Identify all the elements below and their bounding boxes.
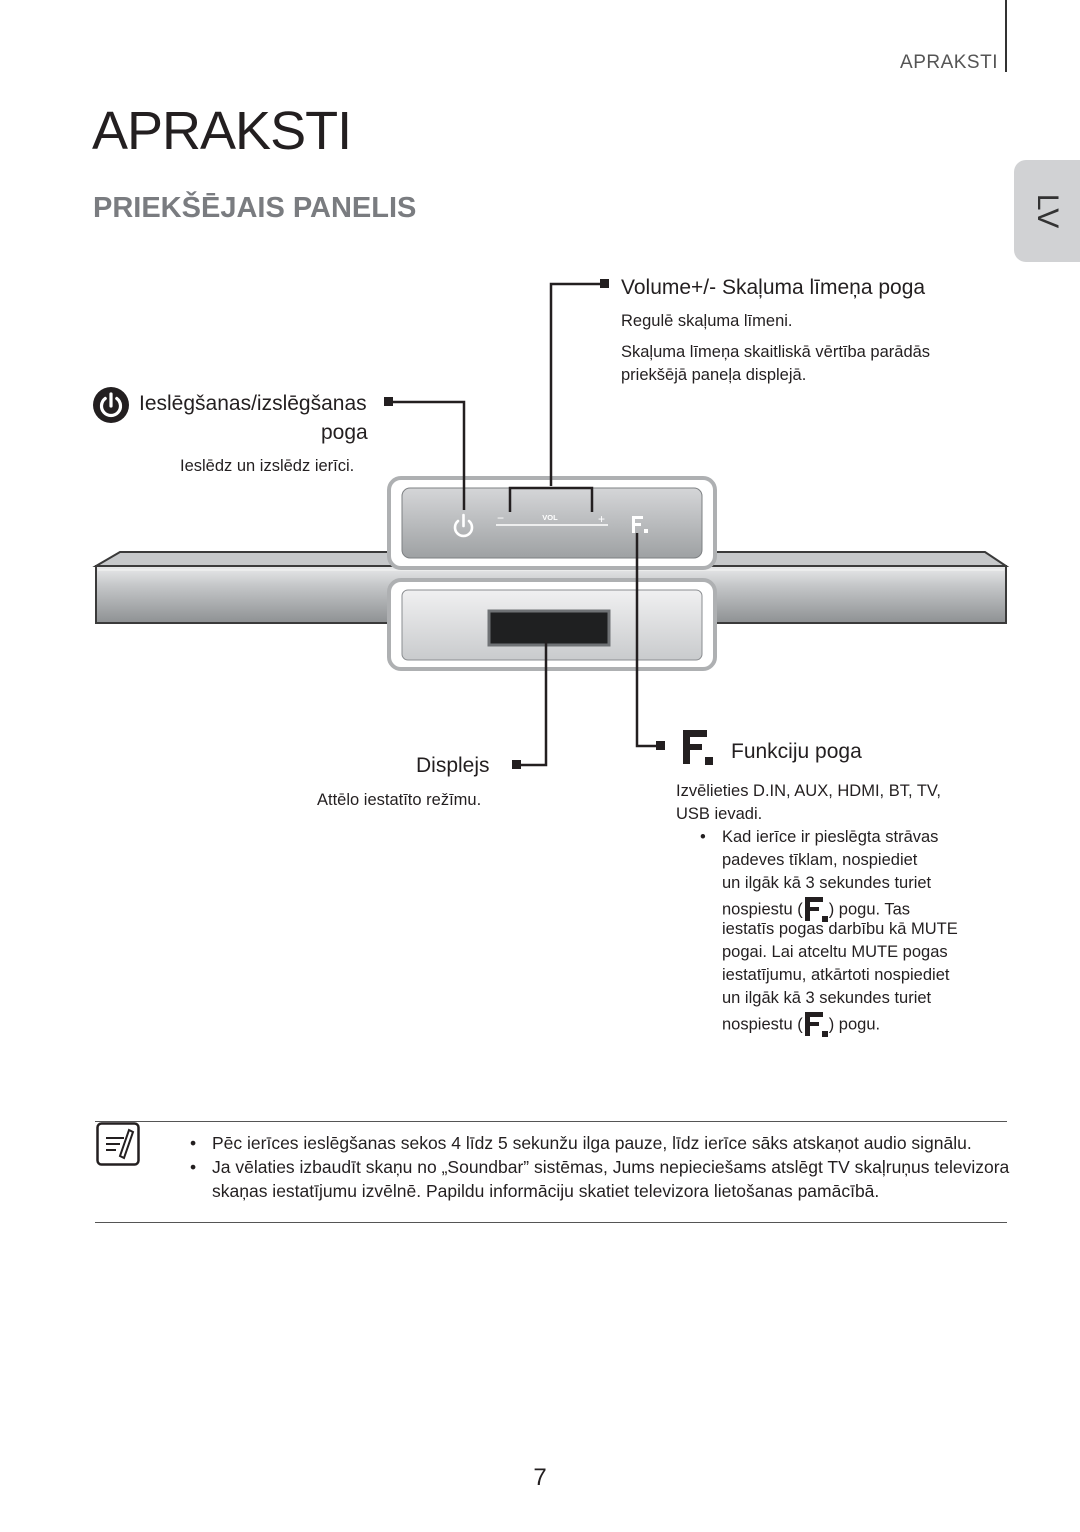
panel-power-icon bbox=[453, 513, 474, 538]
function-callout-heading: Funkciju poga bbox=[731, 740, 862, 763]
function-bullet-line-2: padeves tīklam, nospiediet bbox=[722, 851, 918, 869]
function-bullet-line-5: iestatīs pogas darbību kā MUTE bbox=[722, 920, 958, 938]
page-number: 7 bbox=[533, 1464, 547, 1491]
header-rule bbox=[1005, 0, 1007, 72]
leader-lines bbox=[389, 282, 660, 767]
panel-function-icon bbox=[632, 516, 648, 533]
function-callout-text-1: Izvēlieties D.IN, AUX, HDMI, BT, TV, bbox=[676, 782, 941, 800]
function-inline-icon bbox=[804, 1012, 828, 1037]
running-header: APRAKSTI bbox=[900, 52, 998, 73]
section-title: PRIEKŠĒJAIS PANELIS bbox=[93, 192, 417, 224]
function-bullet-line-4b: ) pogu. Tas bbox=[828, 900, 911, 919]
function-bullet-line-8: un ilgāk kā 3 sekundes turiet bbox=[722, 989, 932, 1007]
function-bullet-line-1: Kad ierīce ir pieslēgta strāvas bbox=[722, 828, 939, 846]
function-bullet-line-9a: nospiestu ( bbox=[722, 1015, 803, 1034]
function-bullet-line-7: iestatījumu, atkārtoti nospiediet bbox=[722, 966, 950, 984]
control-panel-zoom: − VOL + bbox=[387, 476, 717, 570]
function-bullet-line-6: pogai. Lai atceltu MUTE pogas bbox=[722, 943, 948, 961]
volume-callout-text-2a: Skaļuma līmeņa skaitliskā vērtība parādā… bbox=[621, 343, 931, 361]
power-icon bbox=[93, 387, 129, 423]
function-bullet-marker: • bbox=[700, 828, 706, 846]
volume-callout-heading: Volume+/- Skaļuma līmeņa poga bbox=[621, 276, 926, 299]
display-callout-heading: Displejs bbox=[416, 754, 490, 777]
function-callout-text-2: USB ievadi. bbox=[676, 805, 763, 823]
language-tab: LV bbox=[1014, 160, 1080, 262]
note-list: Pēc ierīces ieslēgšanas sekos 4 līdz 5 s… bbox=[190, 1131, 1015, 1203]
note-item: Pēc ierīces ieslēgšanas sekos 4 līdz 5 s… bbox=[190, 1131, 1015, 1155]
power-callout-heading-1: Ieslēgšanas/izslēgšanas bbox=[139, 392, 367, 415]
volume-callout-text-2b: priekšējā paneļa displejā. bbox=[621, 366, 807, 384]
power-callout-heading-2: poga bbox=[321, 421, 368, 444]
note-icon bbox=[96, 1122, 140, 1166]
panel-vol-plus: + bbox=[598, 512, 605, 526]
panel-vol-minus: − bbox=[497, 511, 504, 525]
function-inline-icon bbox=[804, 897, 828, 922]
function-bullet-line-4a: nospiestu ( bbox=[722, 900, 803, 919]
display-zoom bbox=[387, 578, 717, 671]
page-title: APRAKSTI bbox=[92, 101, 352, 161]
function-icon bbox=[683, 730, 713, 765]
leader-markers bbox=[384, 279, 665, 769]
function-bullet-line-9: nospiestu ( ) pogu. bbox=[722, 1010, 880, 1040]
panel-vol-label: VOL bbox=[542, 513, 558, 522]
power-callout-text: Ieslēdz un izslēdz ierīci. bbox=[180, 457, 355, 475]
function-bullet-line-4: nospiestu ( ) pogu. Tas bbox=[722, 895, 910, 925]
display-callout-text: Attēlo iestatīto režīmu. bbox=[317, 791, 482, 809]
volume-callout-text-1: Regulē skaļuma līmeni. bbox=[621, 312, 793, 330]
function-bullet-line-3: un ilgāk kā 3 sekundes turiet bbox=[722, 874, 932, 892]
note-item: Ja vēlaties izbaudīt skaņu no „Soundbar”… bbox=[190, 1155, 1015, 1203]
note-box bbox=[95, 1121, 1007, 1223]
function-bullet-line-9b: ) pogu. bbox=[828, 1015, 881, 1034]
